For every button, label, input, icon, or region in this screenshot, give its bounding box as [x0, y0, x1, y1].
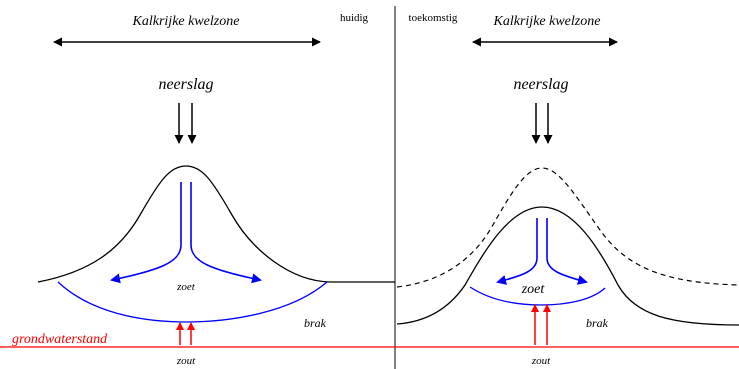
- right-fresh-lens-boundary: [469, 286, 606, 306]
- right-zone-label: Kalkrijke kwelzone: [493, 14, 601, 29]
- right-state-label: toekomstig: [409, 12, 458, 24]
- right-salt-label: zout: [531, 355, 551, 367]
- left-fresh-label: zoet: [176, 281, 196, 293]
- left-state-label: huidig: [340, 12, 369, 24]
- right-flow-arrow-left: [496, 218, 538, 285]
- right-precip-label: neerslag: [513, 76, 568, 93]
- right-water-table-mound: [396, 206, 739, 326]
- groundwater-level-label: grondwaterstand: [12, 332, 108, 347]
- left-panel: Kalkrijke kwelzone huidig neerslag zoet …: [37, 12, 395, 367]
- left-flow-arrow-right: [190, 182, 262, 284]
- left-water-table-mound: [37, 165, 395, 283]
- right-fresh-label: zoet: [521, 282, 546, 297]
- right-brackish-label: brak: [586, 316, 609, 330]
- left-fresh-lens-boundary: [57, 281, 328, 323]
- left-flow-arrow-left: [110, 182, 182, 284]
- left-precip-label: neerslag: [158, 76, 213, 93]
- left-brackish-label: brak: [304, 316, 327, 330]
- left-zone-label: Kalkrijke kwelzone: [132, 14, 240, 29]
- right-former-water-table: [396, 167, 739, 288]
- right-flow-arrow-right: [546, 218, 588, 285]
- left-salt-label: zout: [176, 355, 196, 367]
- right-panel: toekomstig Kalkrijke kwelzone neerslag z…: [396, 12, 739, 367]
